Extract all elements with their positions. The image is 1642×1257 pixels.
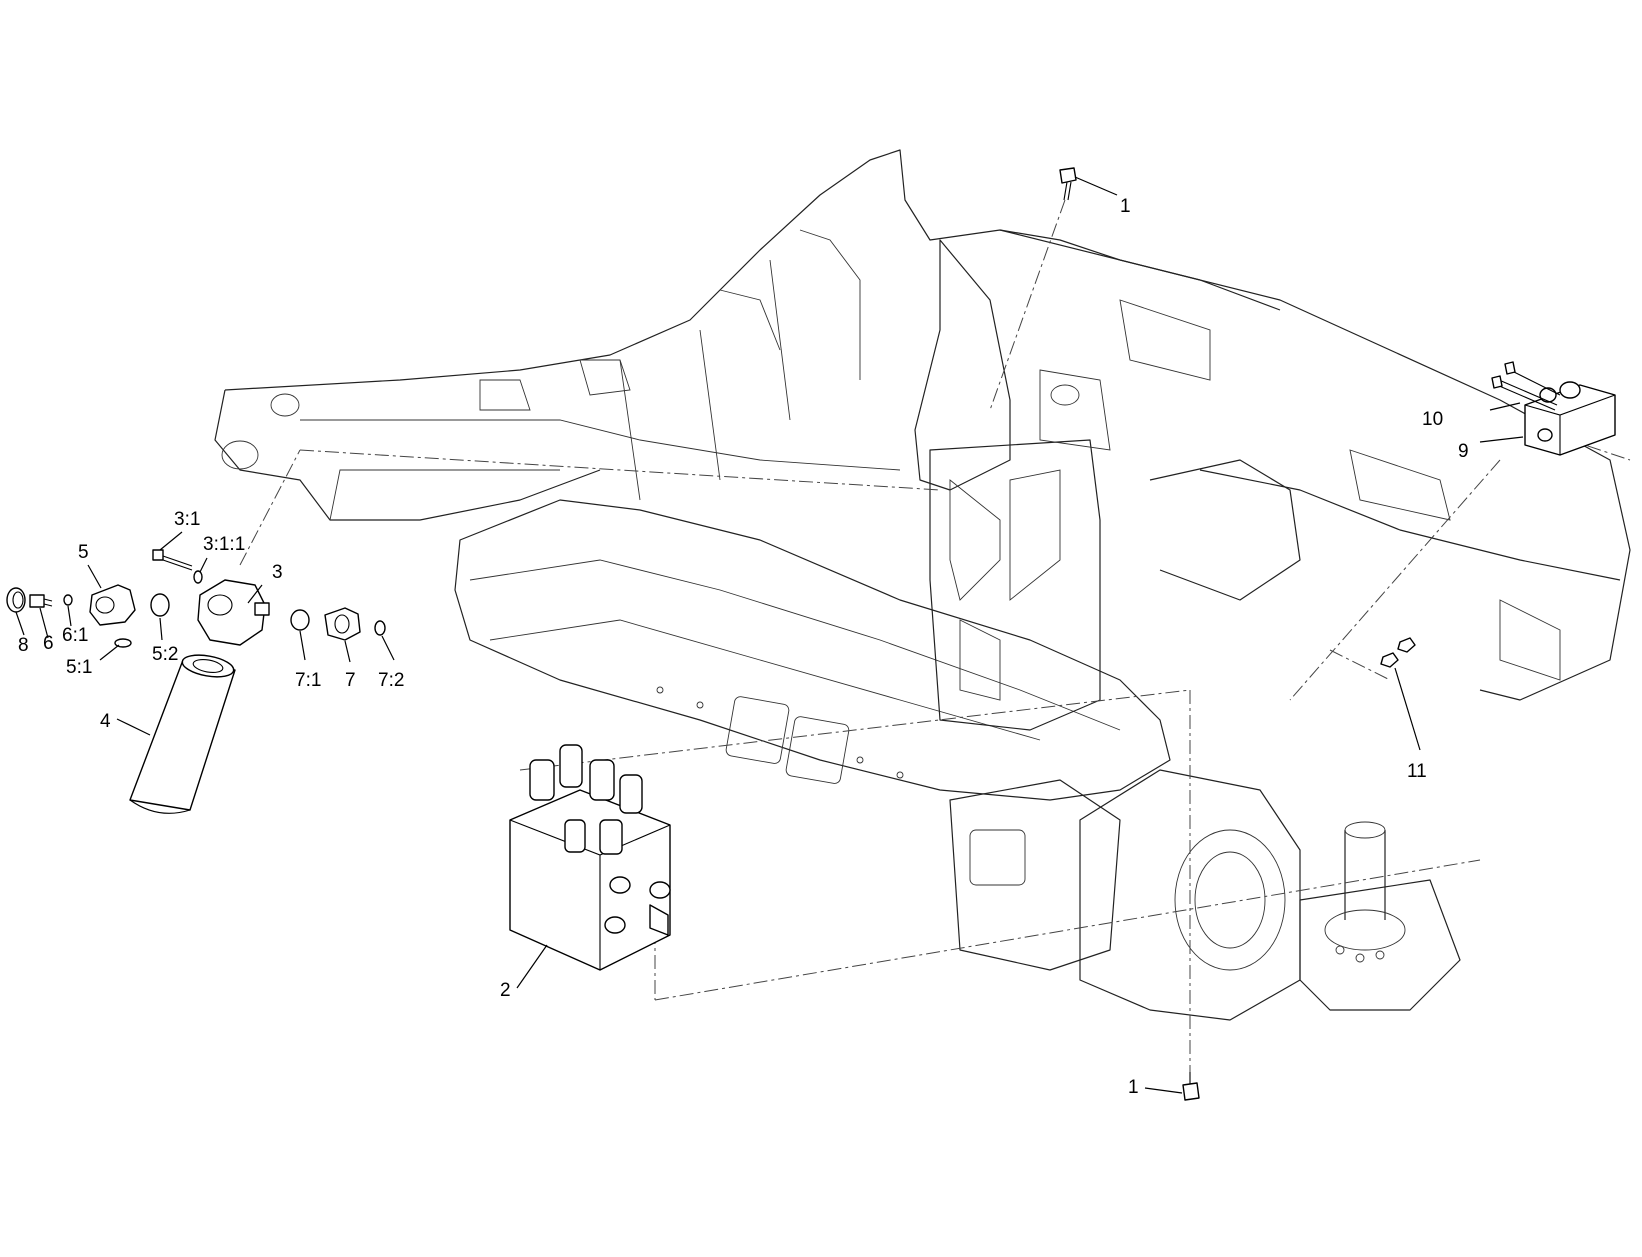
- o-ring-6-1: [63, 594, 73, 606]
- o-ring-7-2: [374, 620, 386, 636]
- callout-1-bottom: 1: [1128, 1077, 1139, 1098]
- callout-7-2: 7:2: [378, 670, 404, 691]
- filter-element-4: [129, 654, 236, 814]
- callout-6-1: 6:1: [62, 625, 88, 646]
- phantom-lines: [239, 199, 1631, 1075]
- callout-5-1: 5:1: [66, 657, 92, 678]
- hydraulic-manifold-2: [509, 744, 671, 971]
- callout-9: 9: [1458, 441, 1469, 462]
- callout-3-1-1: 3:1:1: [203, 534, 245, 555]
- callout-7: 7: [345, 670, 356, 691]
- callout-3-1: 3:1: [174, 509, 200, 530]
- o-ring-7-1: [290, 609, 310, 631]
- nuts-11: [1380, 637, 1416, 668]
- callout-11: 11: [1407, 761, 1427, 782]
- plug-6: [29, 594, 53, 608]
- chassis-frame: [214, 149, 1631, 1021]
- callout-4: 4: [100, 711, 111, 732]
- callout-8: 8: [18, 635, 29, 656]
- callout-6: 6: [43, 633, 54, 654]
- sensor-3-1: [152, 549, 193, 571]
- o-ring-5-2: [150, 593, 170, 617]
- callout-7-1: 7:1: [295, 670, 321, 691]
- callout-3: 3: [272, 562, 283, 583]
- fitting-7: [324, 607, 361, 641]
- bolts-10: [1491, 361, 1561, 411]
- callout-2: 2: [500, 980, 511, 1001]
- filter-head-3: [197, 579, 270, 646]
- valve-block-9: [1524, 381, 1616, 456]
- callout-5-2: 5:2: [152, 644, 178, 665]
- bolt-1-bottom: [1182, 1072, 1200, 1101]
- cap-8: [6, 587, 26, 613]
- callout-5: 5: [78, 542, 89, 563]
- washer-3-1-1: [193, 570, 203, 584]
- callout-labels: 1 1 2 3 3:1 3:1:1 4 5 5:1 5:2 6 6:1 7 7:…: [18, 196, 1469, 1098]
- callout-1-top: 1: [1120, 196, 1131, 217]
- callout-10: 10: [1422, 409, 1443, 430]
- fitting-5: [89, 584, 136, 626]
- bolt-1-top: [1059, 167, 1077, 201]
- leader-lines: [15, 176, 1524, 1094]
